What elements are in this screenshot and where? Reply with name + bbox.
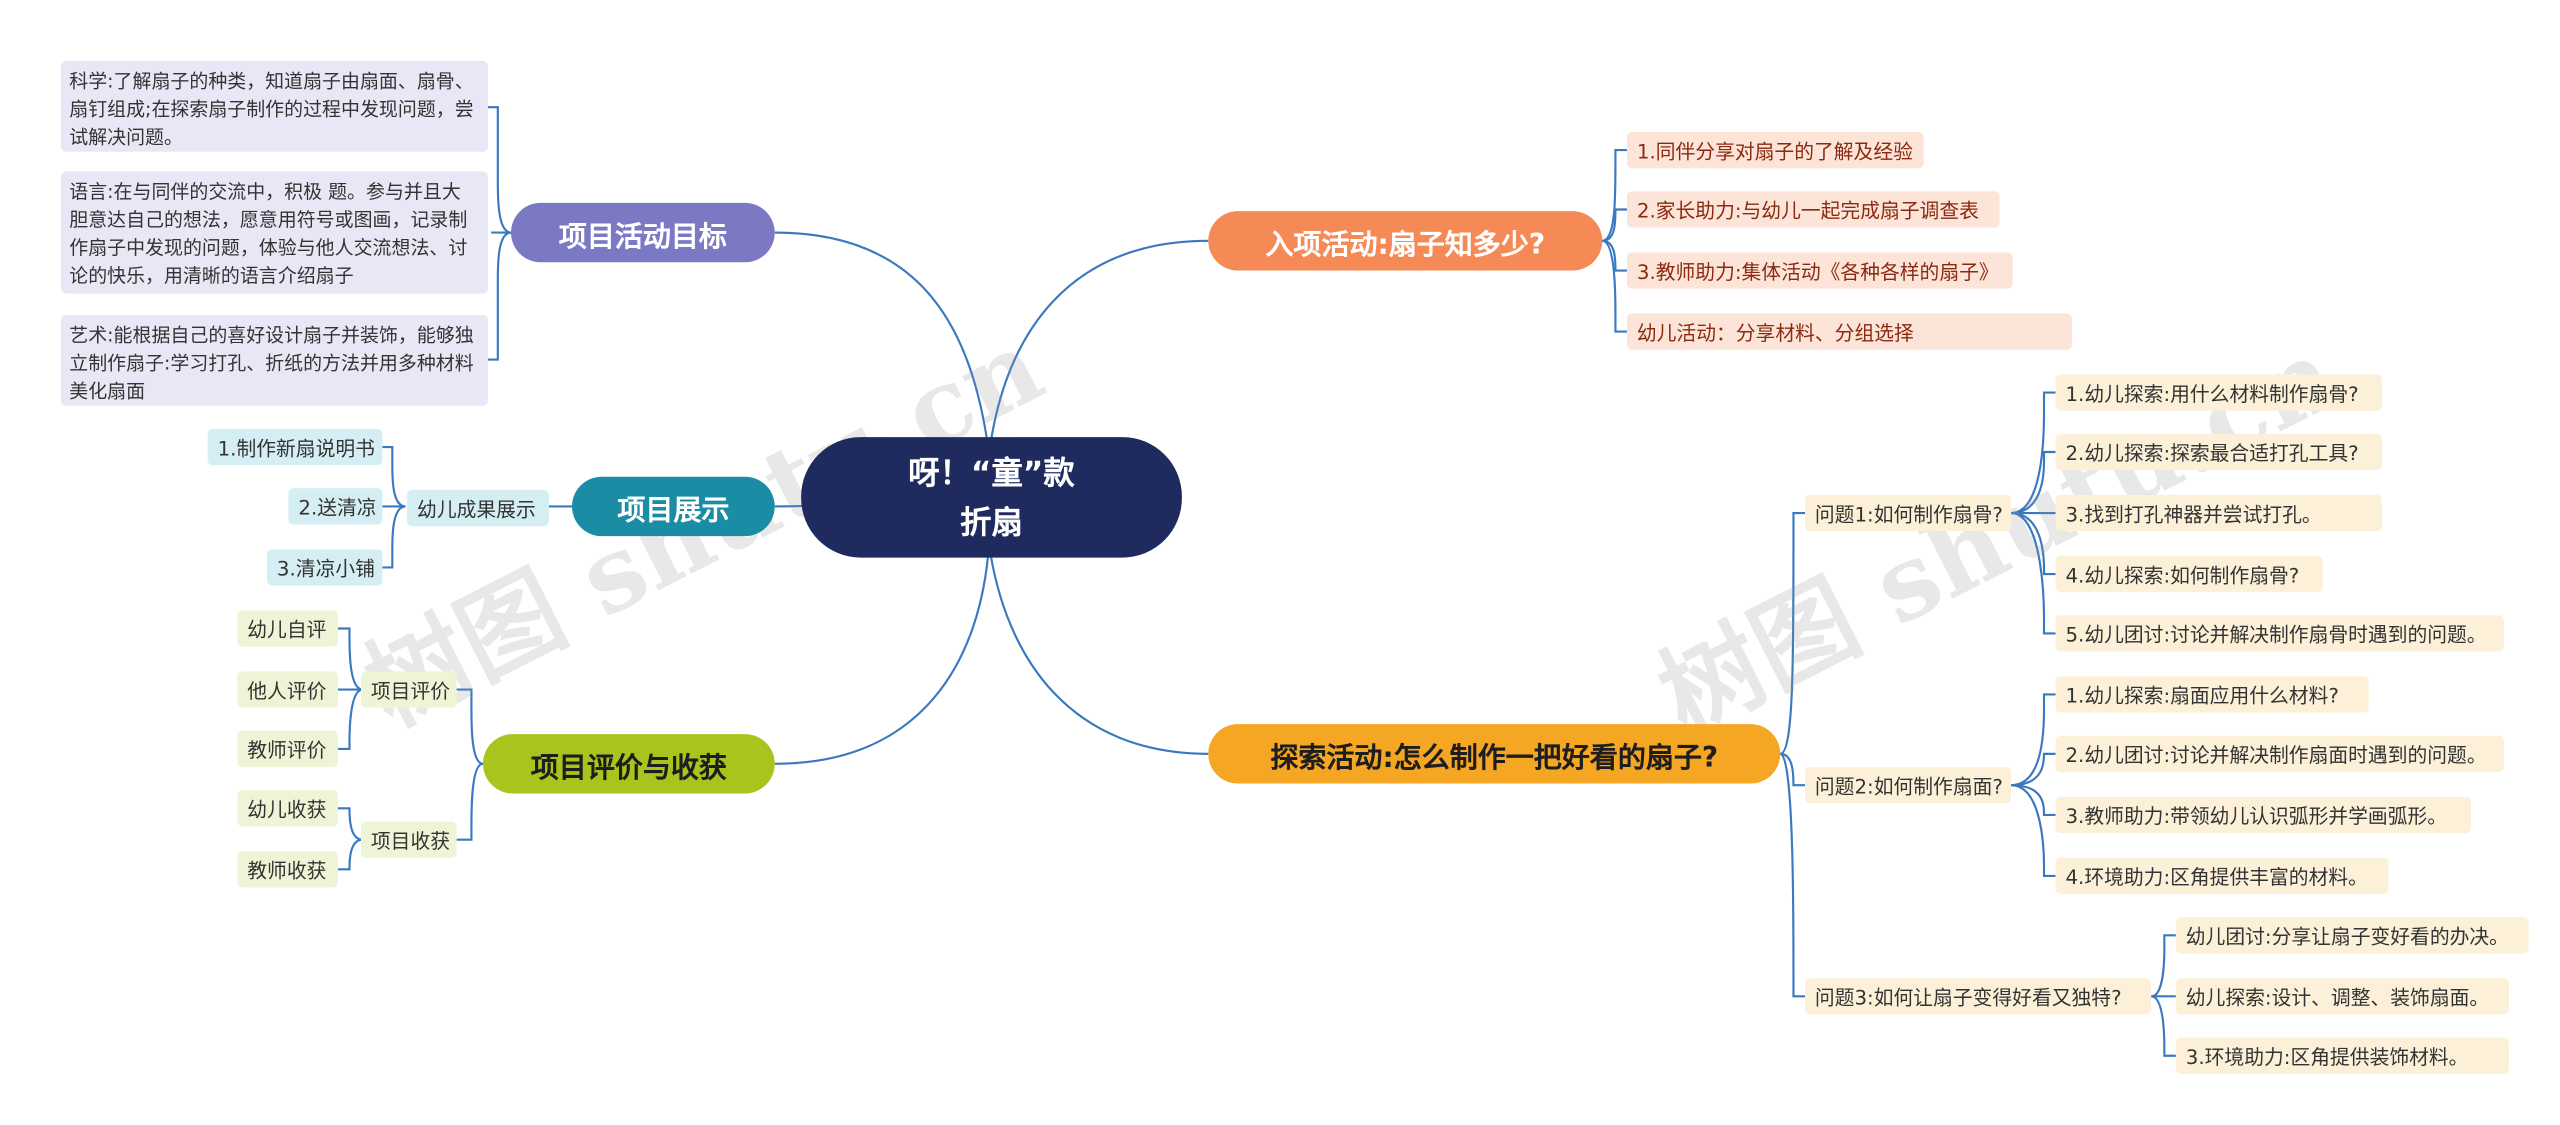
explore-question-1[interactable]: 问题1:如何制作扇骨?	[1804, 494, 2012, 532]
goal-art[interactable]: 艺术:能根据自己的喜好设计扇子并装饰，能够独立制作扇子:学习打孔、折纸的方法并用…	[60, 315, 488, 406]
center-topic[interactable]: 呀！“童”款折扇	[801, 437, 1182, 558]
goal-language[interactable]: 语言:在与同伴的交流中，积极 题。参与并且大胆意达自己的想法，愿意用符号或图画，…	[60, 171, 488, 294]
q2-item-2[interactable]: 2.幼儿团讨:讨论并解决制作扇面时遇到的问题。	[2055, 735, 2504, 773]
q2-item-3[interactable]: 3.教师助力:带领幼儿认识弧形并学画弧形。	[2055, 796, 2471, 834]
branch-eval[interactable]: 项目评价与收获	[482, 734, 775, 794]
explore-question-3[interactable]: 问题3:如何让扇子变得好看又独特?	[1804, 978, 2152, 1015]
explore-question-2[interactable]: 问题2:如何制作扇面?	[1804, 767, 2012, 804]
harvest-item-child[interactable]: 幼儿收获	[237, 790, 338, 827]
q1-item-1[interactable]: 1.幼儿探索:用什么材料制作扇骨?	[2055, 374, 2382, 411]
show-item-3[interactable]: 3.清凉小铺	[267, 549, 383, 586]
branch-show[interactable]: 项目展示	[571, 476, 775, 537]
q2-item-1[interactable]: 1.幼儿探索:扇面应用什么材料?	[2055, 676, 2369, 713]
show-sub[interactable]: 幼儿成果展示	[407, 489, 549, 527]
branch-goals[interactable]: 项目活动目标	[511, 202, 775, 263]
q3-item-3[interactable]: 3.环境助力:区角提供装饰材料。	[2175, 1037, 2509, 1074]
q1-item-5[interactable]: 5.幼儿团讨:讨论并解决制作扇骨时遇到的问题。	[2055, 615, 2504, 652]
entry-item-3[interactable]: 3.教师助力:集体活动《各种各样的扇子》	[1626, 252, 2013, 289]
harvest-item-teacher[interactable]: 教师收获	[237, 851, 338, 888]
entry-item-4[interactable]: 幼儿活动：分享材料、分组选择	[1626, 313, 2073, 350]
branch-entry[interactable]: 入项活动:扇子知多少?	[1208, 211, 1603, 271]
show-item-1[interactable]: 1.制作新扇说明书	[207, 428, 383, 466]
branch-explore[interactable]: 探索活动:怎么制作一把好看的扇子?	[1208, 724, 1781, 784]
entry-item-2[interactable]: 2.家长助力:与幼儿一起完成扇子调查表	[1626, 191, 2000, 228]
q3-item-1[interactable]: 幼儿团讨:分享让扇子变好看的办决。	[2175, 917, 2529, 954]
eval-item-teacher[interactable]: 教师评价	[237, 730, 338, 768]
q3-item-2[interactable]: 幼儿探索:设计、调整、装饰扇面。	[2175, 978, 2509, 1015]
q1-item-4[interactable]: 4.幼儿探索:如何制作扇骨?	[2055, 555, 2323, 593]
entry-item-1[interactable]: 1.同伴分享对扇子的了解及经验	[1626, 131, 1924, 169]
eval-group-evaluation[interactable]: 项目评价	[360, 671, 457, 708]
goal-science[interactable]: 科学:了解扇子的种类，知道扇子由扇面、扇骨、扇钉组成;在探索扇子制作的过程中发现…	[60, 61, 488, 152]
eval-item-self[interactable]: 幼儿自评	[237, 610, 338, 647]
eval-item-others[interactable]: 他人评价	[237, 671, 338, 708]
q2-item-4[interactable]: 4.环境助力:区角提供丰富的材料。	[2055, 857, 2389, 895]
eval-group-harvest[interactable]: 项目收获	[360, 821, 457, 858]
q1-item-3[interactable]: 3.找到打孔神器并尝试打孔。	[2055, 494, 2382, 532]
q1-item-2[interactable]: 2.幼儿探索:探索最合适打孔工具?	[2055, 433, 2382, 471]
show-item-2[interactable]: 2.送清凉	[288, 488, 383, 525]
